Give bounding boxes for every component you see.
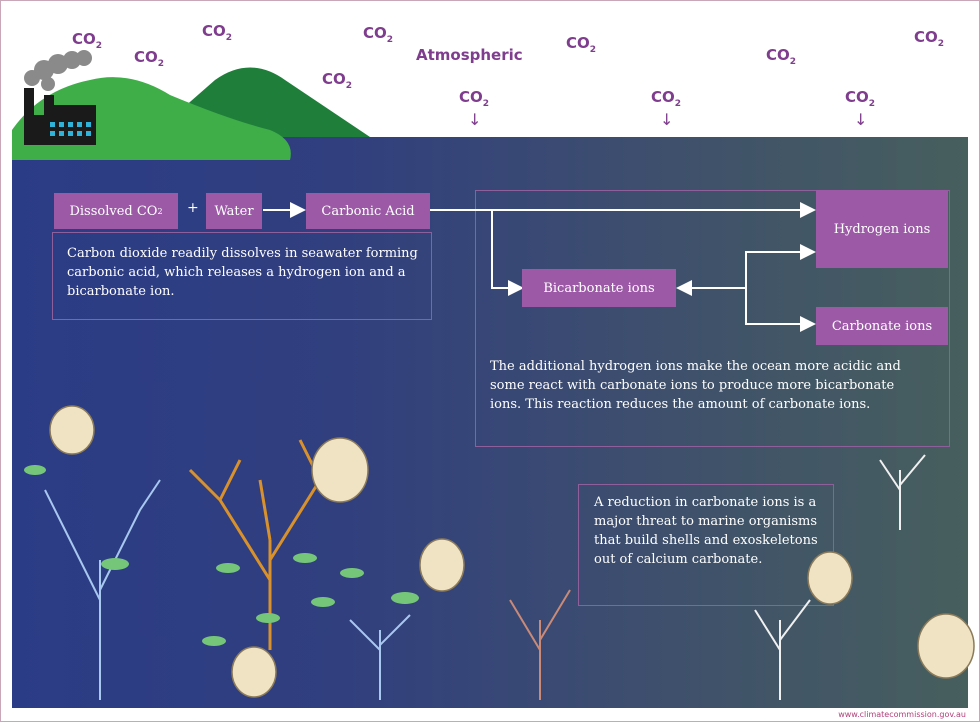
acidic-text: The additional hydrogen ions make the oc… <box>490 359 901 412</box>
arrow-down-icon: ↓ <box>468 110 482 129</box>
atmospheric-label: Atmospheric <box>416 46 523 64</box>
co2-label: CO2 <box>202 22 233 43</box>
dissolve-panel <box>52 232 432 320</box>
co2-label: CO2 <box>134 48 165 69</box>
co2-label: CO2 <box>363 24 394 45</box>
bicarbonate-ions-box: Bicarbonate ions <box>522 269 676 307</box>
co2-label: CO2 <box>651 88 682 109</box>
factory-icon <box>24 88 96 145</box>
co2-label: CO2 <box>845 88 876 109</box>
carbonic-acid-box: Carbonic Acid <box>306 193 430 229</box>
threat-text: A reduction in carbonate ions is a major… <box>594 495 818 567</box>
acidic-panel <box>475 190 950 447</box>
coral-icon <box>44 479 411 700</box>
smoke-icon <box>24 50 92 91</box>
footer-url: www.climatecommission.gov.au <box>838 710 966 719</box>
co2-label: CO2 <box>459 88 490 109</box>
co2-label: CO2 <box>914 28 945 49</box>
dissolve-text: Carbon dioxide readily dissolves in seaw… <box>67 246 418 299</box>
arrow-down-icon: ↓ <box>854 110 868 129</box>
arrow-to-carbonate <box>745 288 816 332</box>
water-box: Water <box>206 193 262 229</box>
co2-label: CO2 <box>322 70 353 91</box>
plus-sign: + <box>187 200 199 216</box>
arrow-acid-to-bicarbonate <box>491 210 524 296</box>
threat-panel <box>578 484 834 606</box>
co2-label: CO2 <box>566 34 597 55</box>
arrow-down-icon: ↓ <box>660 110 674 129</box>
coral-icon <box>509 589 571 700</box>
co2-label: CO2 <box>766 46 797 67</box>
co2-label: CO2 <box>72 30 103 51</box>
carbonate-ions-box: Carbonate ions <box>816 307 948 345</box>
fish-icon <box>24 465 419 646</box>
hydrogen-ions-box: Hydrogen ions <box>816 190 948 268</box>
arrow-to-hydrogen <box>745 244 816 288</box>
coral-icon <box>754 454 926 700</box>
shell-icon <box>49 405 975 698</box>
